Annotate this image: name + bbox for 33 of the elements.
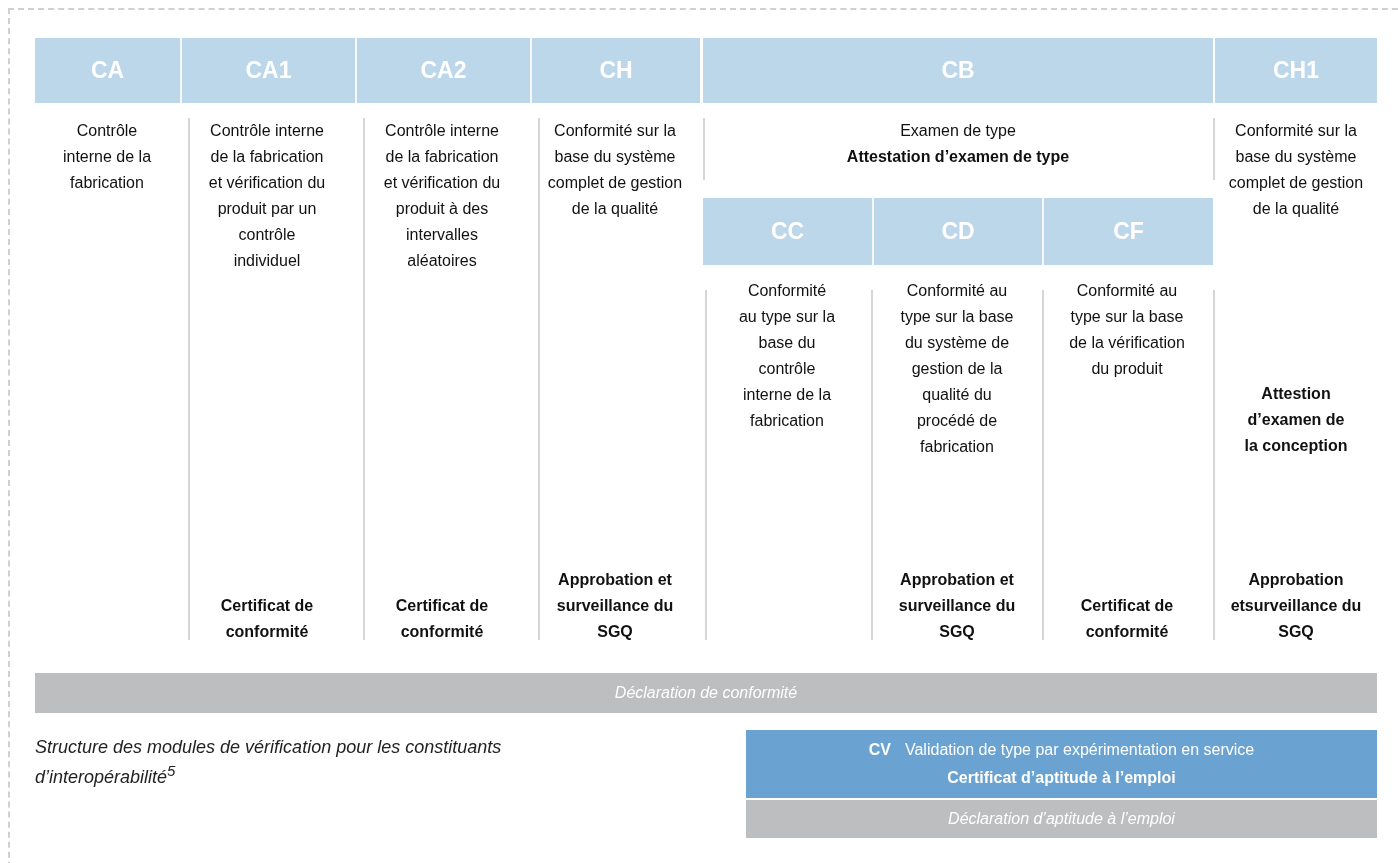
module-result: Certificat de conformité (1079, 596, 1175, 642)
declaration-band: Déclaration de conformité (35, 673, 1377, 713)
module-description: Contrôle interne de la fabrication et vérification du produit par un contrôle individuel (207, 121, 327, 271)
module-description: Conformité au type sur la base du contrôle interne de la fabrication (737, 281, 837, 431)
module-result: Attestation d’examen de type (845, 147, 1071, 167)
module-result: Approbation et surveillance du SGQ (555, 570, 675, 642)
module-header: CB (703, 38, 1213, 103)
module-header: CC (703, 198, 872, 265)
module-result: Certificat d’aptitude à l’emploi (947, 768, 1176, 788)
module-description: Examen de type (899, 121, 1017, 141)
module-result: Approbation etsurveillance du SGQ (1229, 570, 1363, 642)
module-description: Conformité sur la base du système complet de gestion de la qualité (547, 121, 683, 219)
module-code: CV (868, 741, 891, 758)
module-description: Contrôle interne de la fabrication et vérification du produit à des intervalles aléatoires (382, 121, 502, 271)
declaration-band: Déclaration d’aptitude à l’emploi (746, 800, 1377, 838)
module-result: Approbation et surveillance du SGQ (897, 570, 1017, 642)
module-header: CA2 (355, 38, 530, 103)
module-result: Attestion d’examen de la conception (1243, 384, 1349, 456)
figure-caption: Structure des modules de vérification pour les constituants d’interopérabilité$^{5}$ (35, 736, 503, 789)
module-header: CH (530, 38, 700, 103)
module-header: CA1 (180, 38, 355, 103)
module-description: Conformité sur la base du système complet de gestion de la qualité (1228, 121, 1364, 219)
module-box (746, 730, 1377, 798)
module-header: CA (35, 38, 180, 103)
module-description: Validation de type par expérimentation en service (905, 741, 1255, 758)
module-header: CF (1042, 198, 1213, 265)
module-description: Conformité au type sur la base du système de gestion de la qualité du procédé de fabrication (899, 281, 1015, 457)
module-header: CH1 (1215, 38, 1377, 103)
module-description: Conformité au type sur la base de la vérification du produit (1068, 281, 1186, 379)
module-result: Certificat de conformité (394, 596, 490, 642)
module-header: CD (872, 198, 1042, 265)
module-result: Certificat de conformité (219, 596, 315, 642)
module-description: Contrôle interne de la fabrication (61, 121, 153, 193)
